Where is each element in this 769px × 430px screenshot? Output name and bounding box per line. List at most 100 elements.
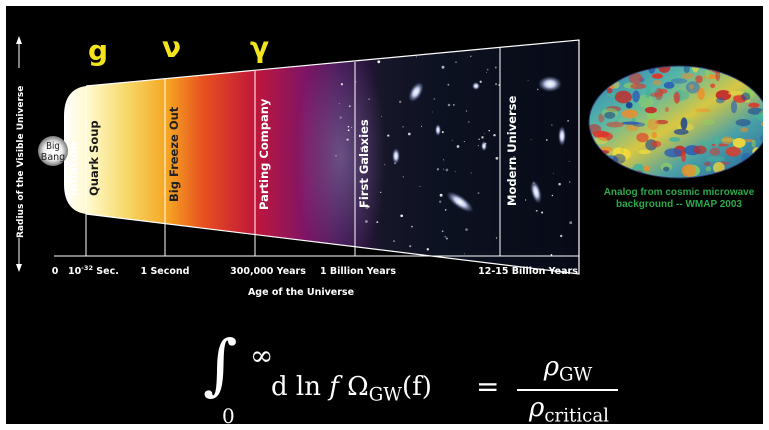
integral-lower-limit: 0	[222, 404, 235, 428]
y-axis-arrow-down	[16, 264, 22, 272]
big-bang-label: Bang	[41, 152, 65, 163]
star-dot	[440, 194, 443, 197]
star-dot	[496, 157, 499, 160]
cmb-blob	[733, 72, 743, 76]
star-dot	[467, 263, 469, 265]
cmb-blob	[695, 75, 703, 83]
cmb-blob	[706, 70, 710, 79]
cmb-blob	[664, 82, 675, 89]
cmb-blob	[607, 88, 613, 94]
recombination-haze	[296, 36, 386, 276]
star-dot	[408, 133, 411, 136]
cmb-blob	[645, 85, 651, 97]
cmb-blob	[630, 83, 646, 89]
cmb-blob	[626, 102, 633, 108]
star-dot	[387, 134, 389, 136]
cmb-blob	[587, 64, 597, 75]
star-dot	[355, 81, 356, 82]
era-label-big-freeze-out: Big Freeze Out	[167, 106, 181, 202]
cmb-blob	[596, 65, 614, 71]
cmb-map	[584, 60, 763, 183]
y-axis-label: Radius of the Visible Universe	[16, 86, 26, 238]
cmb-blob	[710, 148, 721, 156]
integrand-ln: ln	[288, 372, 330, 402]
integrand-omega-sub: GW	[369, 384, 402, 405]
galaxy-shape	[435, 124, 441, 136]
cmb-blob	[702, 120, 715, 125]
star-dot	[416, 56, 417, 57]
star-dot	[445, 209, 447, 211]
cmb-blob	[674, 129, 689, 135]
tick-10-32-sec: 10-32 Sec.	[68, 264, 119, 277]
cmb-blob	[632, 90, 640, 102]
cmb-blob	[681, 152, 686, 162]
cmb-blob	[758, 63, 763, 71]
star-dot	[569, 181, 571, 183]
cmb-blob	[722, 136, 733, 144]
cmb-blob	[647, 119, 659, 130]
rho-denominator: ρ	[529, 393, 544, 423]
x-axis-label: Age of the Universe	[248, 287, 354, 298]
star-dot	[341, 83, 343, 85]
black-panel: Big Bang Inflation Quark Soup Big Freeze…	[6, 6, 763, 424]
star-dot	[528, 80, 529, 81]
star-dot	[340, 117, 342, 119]
cmb-blob	[619, 168, 626, 180]
cmb-blob	[638, 150, 650, 154]
star-dot	[552, 195, 554, 197]
cmb-caption-line1: Analog from cosmic microwave	[604, 187, 755, 198]
star-dot	[400, 214, 403, 217]
cmb-blob	[652, 132, 657, 138]
cmb-blob	[659, 89, 668, 94]
cmb-blob	[761, 174, 763, 178]
rho-numerator: ρ	[544, 352, 559, 382]
star-dot	[495, 83, 497, 85]
cmb-blob	[665, 107, 669, 112]
cmb-blob	[752, 63, 762, 69]
y-axis-arrow-up	[16, 36, 22, 44]
star-dot	[551, 254, 553, 256]
integrand-arg: (f)	[402, 372, 432, 402]
cmb-blob	[689, 84, 694, 89]
cmb-blob	[752, 147, 762, 155]
star-dot	[536, 210, 538, 212]
star-dot	[531, 139, 532, 140]
cmb-blob	[652, 73, 663, 78]
cmb-blob	[731, 100, 737, 113]
cmb-blob	[710, 84, 715, 89]
star-dot	[541, 211, 543, 213]
cmb-blob	[742, 69, 755, 74]
star-dot	[377, 60, 380, 63]
star-dot	[553, 173, 554, 174]
cmb-blob	[633, 122, 645, 126]
star-dot	[466, 110, 468, 112]
cmb-blob	[740, 128, 748, 133]
cmb-caption-line2: background -- WMAP 2003	[616, 199, 742, 210]
star-dot	[558, 183, 561, 186]
cmb-blob	[614, 70, 630, 74]
star-dot	[464, 253, 465, 254]
cmb-blob	[669, 137, 680, 142]
cmb-blob	[615, 91, 632, 104]
star-dot	[480, 81, 482, 83]
tick-1-second: 1 Second	[141, 266, 190, 277]
fraction-bar	[517, 389, 618, 391]
cmb-blob	[713, 162, 725, 173]
star-dot	[488, 130, 489, 131]
cmb-blob	[664, 148, 682, 157]
cmb-blob	[726, 147, 741, 157]
star-dot	[375, 50, 378, 53]
era-label-parting-company: Parting Company	[257, 98, 271, 210]
greek-g: g	[88, 34, 108, 67]
cmb-blob	[653, 80, 662, 86]
galaxy-shape	[558, 126, 566, 146]
star-dot	[448, 104, 451, 107]
cmb-blob	[622, 109, 638, 118]
cmb-blob	[651, 141, 661, 147]
cmb-blob	[636, 133, 648, 143]
star-dot	[349, 105, 351, 107]
integrand-f: f	[329, 372, 339, 402]
star-dot	[339, 103, 340, 104]
era-label-first-galaxies: First Galaxies	[357, 119, 371, 208]
